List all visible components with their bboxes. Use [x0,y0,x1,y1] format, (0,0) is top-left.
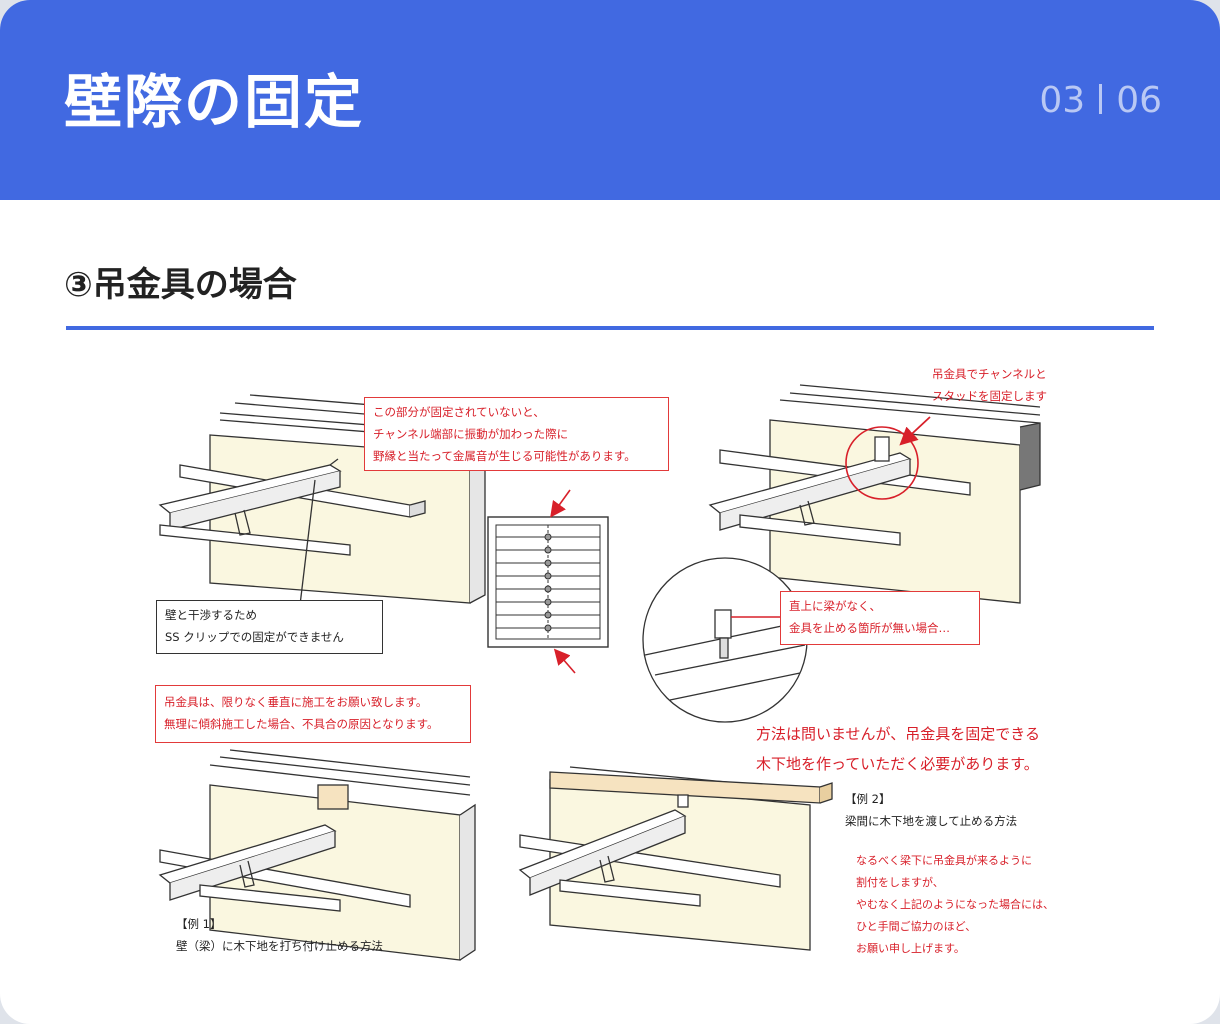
section-divider [66,326,1154,330]
caption-method-note: 方法は問いませんが、吊金具を固定できる 木下地を作っていただく必要があります。 [756,725,1040,773]
magnified-detail [642,557,811,723]
caption-vertical-note: 吊金具は、限りなく垂直に施工をお願い致します。 無理に傾斜施工した場合、不具合の… [155,685,471,743]
page-separator [1099,84,1103,114]
header-bar: 壁際の固定 03 06 [0,0,1220,200]
page-current: 03 [1039,80,1086,121]
caption-no-beam: 直上に梁がなく、 金具を止める箇所が無い場合… [780,591,980,645]
caption-top-warning: この部分が固定されていないと、 チャンネル端部に振動が加わった際に 野縁と当たっ… [364,397,669,471]
page-indicator: 03 06 [1039,78,1162,124]
installation-diagram: この部分が固定されていないと、 チャンネル端部に振動が加わった際に 野縁と当たっ… [140,355,1080,975]
scene-hanger-fix [708,384,1041,604]
caption-example-2: 【例 2】 梁間に木下地を渡して止める方法 [845,792,1018,828]
page-total: 06 [1116,80,1162,121]
scene-example-2 [518,766,833,951]
caption-request: なるべく梁下に吊金具が来るように 割付をしますが、 やむなく上記のようになった場… [856,854,1054,955]
caption-example-1: 【例 1】 壁（梁）に木下地を打ち付け止める方法 [176,917,383,953]
arrow-grid-top [550,489,571,518]
arrow-hanger [899,416,931,446]
scene-example-1 [158,749,476,961]
caption-hanger-fix: 吊金具でチャンネルと スタッドを固定します [932,367,1047,403]
diagram-illustration [158,384,1041,961]
section-title: ③吊金具の場合 [64,265,297,305]
caption-wall-interference: 壁と干渉するため SS クリップでの固定ができません [156,600,383,654]
ceiling-plan-grid [487,516,609,648]
arrow-grid-bottom [553,648,576,674]
scene-wall-interference [158,394,486,606]
page-title: 壁際の固定 [64,68,365,136]
